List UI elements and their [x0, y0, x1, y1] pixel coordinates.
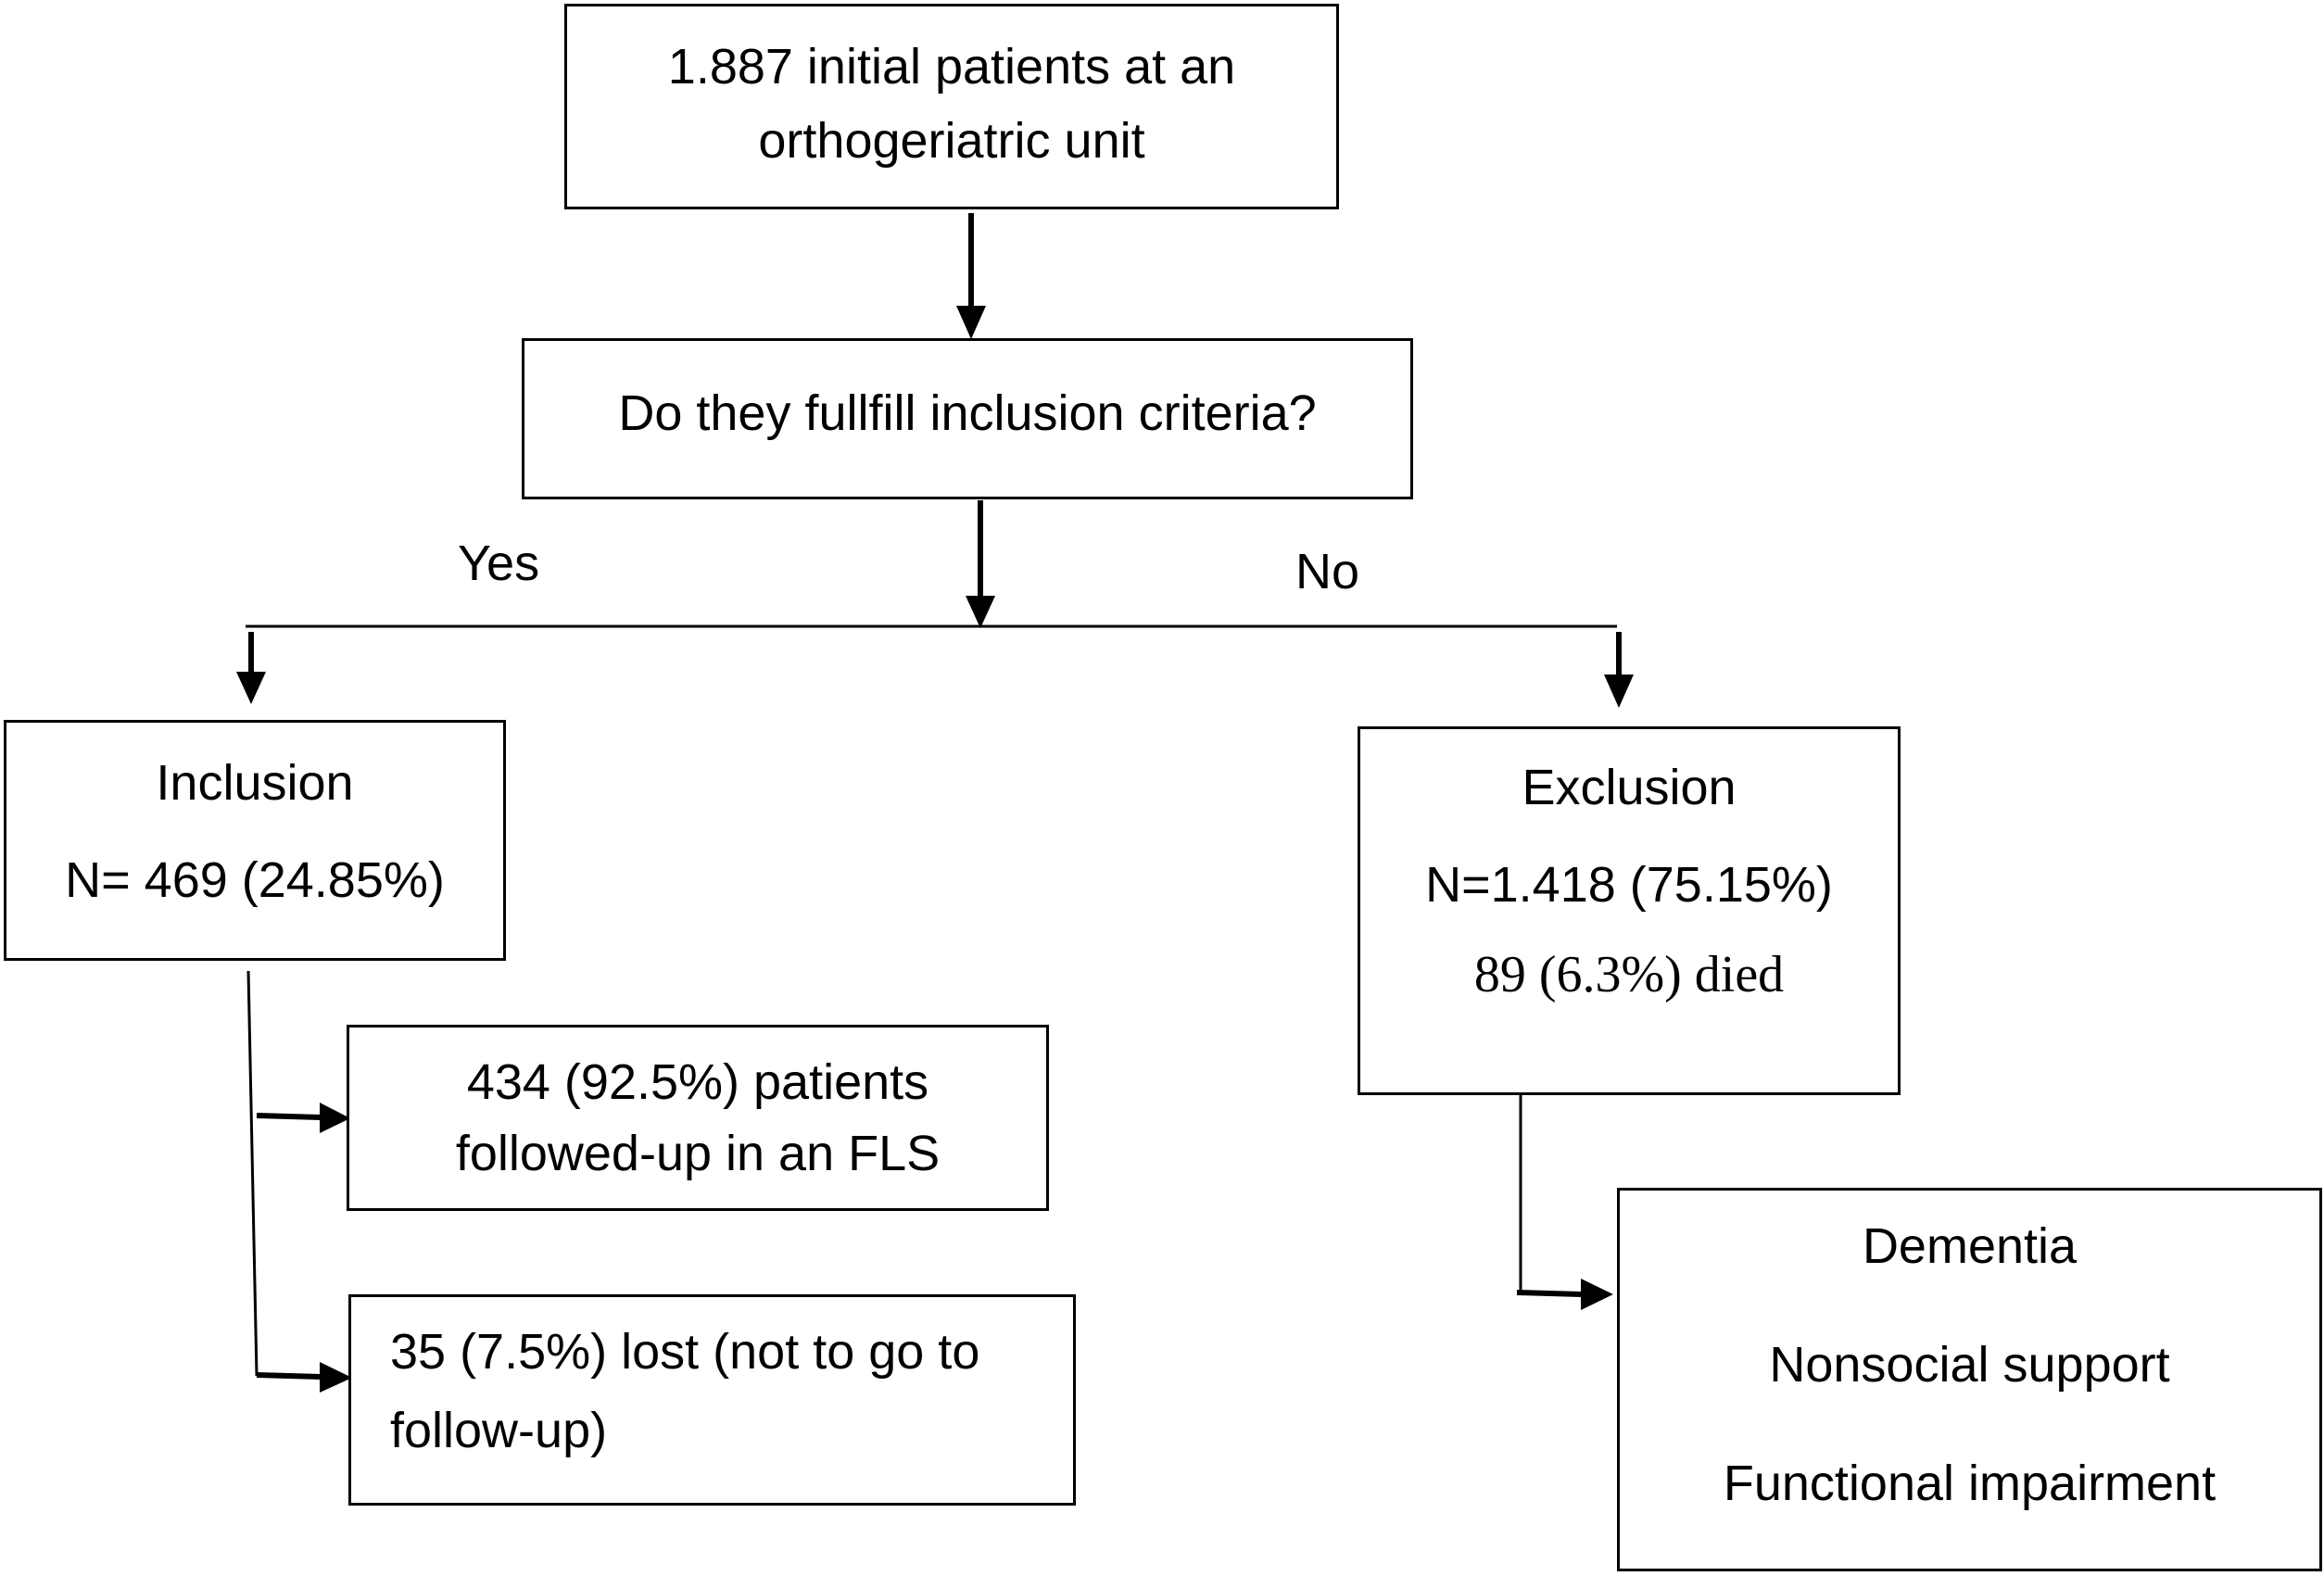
arrowhead-initial-to-question — [956, 306, 986, 339]
inclusion-box: Inclusion N= 469 (24.85%) — [4, 720, 506, 961]
exclusion-died: 89 (6.3%) died — [1473, 946, 1785, 1003]
exclusion-count: N=1.418 (75.15%) — [1425, 857, 1833, 913]
initial-patients-box: 1.887 initial patients at an orthogeriat… — [564, 4, 1339, 209]
inclusion-branch-line — [246, 970, 259, 1377]
arrow-to-followed — [256, 1113, 322, 1120]
initial-patients-line-1: 1.887 initial patients at an — [667, 39, 1236, 95]
arrowhead-to-followed — [320, 1103, 350, 1133]
lost-to-follow-up-box: 35 (7.5%) lost (not to go to follow-up) — [348, 1294, 1076, 1506]
inclusion-count: N= 469 (24.85%) — [65, 852, 445, 908]
followed-up-box: 434 (92.5%) patients followed-up in an F… — [347, 1025, 1049, 1211]
arrowhead-to-lost — [320, 1362, 352, 1393]
inclusion-title: Inclusion — [156, 755, 354, 811]
followed-up-line-2: followed-up in an FLS — [455, 1126, 941, 1181]
exclusion-title: Exclusion — [1522, 760, 1737, 815]
arrowhead-split-to-inclusion — [236, 672, 266, 704]
lost-to-follow-up-line-2: follow-up) — [390, 1403, 608, 1458]
arrowhead-to-reasons — [1581, 1279, 1613, 1310]
exclusion-reasons-box: Dementia Nonsocial support Functional im… — [1617, 1188, 2322, 1571]
inclusion-criteria-question-box: Do they fullfill inclusion criteria? — [522, 338, 1413, 499]
reason-dementia: Dementia — [1862, 1218, 2078, 1274]
inclusion-criteria-question: Do they fullfill inclusion criteria? — [618, 385, 1317, 441]
followed-up-line-1: 434 (92.5%) patients — [466, 1054, 929, 1110]
initial-patients-line-2: orthogeriatric unit — [758, 113, 1145, 169]
lost-to-follow-up-line-1: 35 (7.5%) lost (not to go to — [390, 1324, 980, 1380]
arrowhead-question-to-split — [966, 596, 995, 628]
exclusion-box: Exclusion N=1.418 (75.15%) 89 (6.3%) die… — [1358, 726, 1901, 1095]
branch-label-yes: Yes — [458, 536, 540, 591]
reason-functional-impairment: Functional impairment — [1723, 1456, 2217, 1511]
arrow-to-reasons — [1516, 1290, 1583, 1297]
arrowhead-split-to-exclusion — [1604, 675, 1634, 708]
branch-label-no: No — [1295, 544, 1360, 599]
arrow-to-lost — [256, 1372, 322, 1380]
reason-nonsocial-support: Nonsocial support — [1769, 1337, 2170, 1393]
